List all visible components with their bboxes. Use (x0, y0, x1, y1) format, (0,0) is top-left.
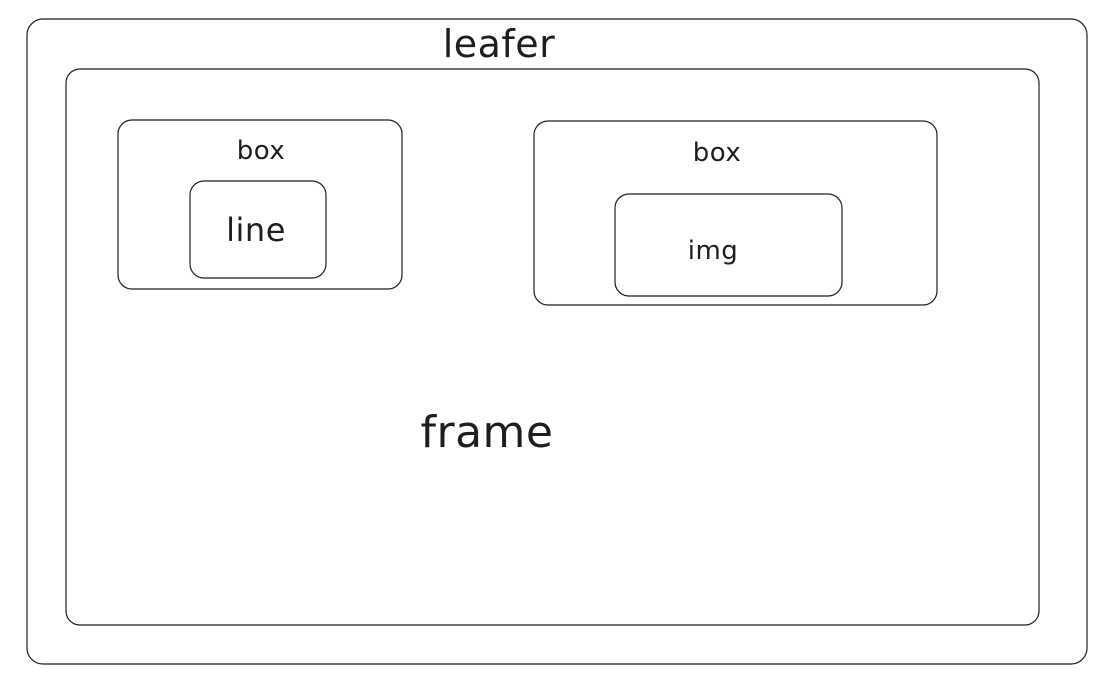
box-right-container (533, 120, 938, 306)
line-node (189, 180, 327, 279)
box-left-label: box (236, 136, 286, 166)
img-node (614, 193, 843, 297)
leafer-label: leafer (442, 22, 556, 66)
leafer-container (26, 18, 1088, 665)
img-label: img (687, 236, 739, 266)
frame-label: frame (420, 407, 554, 458)
line-label: line (226, 211, 286, 249)
frame-container (65, 68, 1040, 626)
box-right-label: box (692, 138, 742, 168)
box-left-container (117, 119, 403, 290)
